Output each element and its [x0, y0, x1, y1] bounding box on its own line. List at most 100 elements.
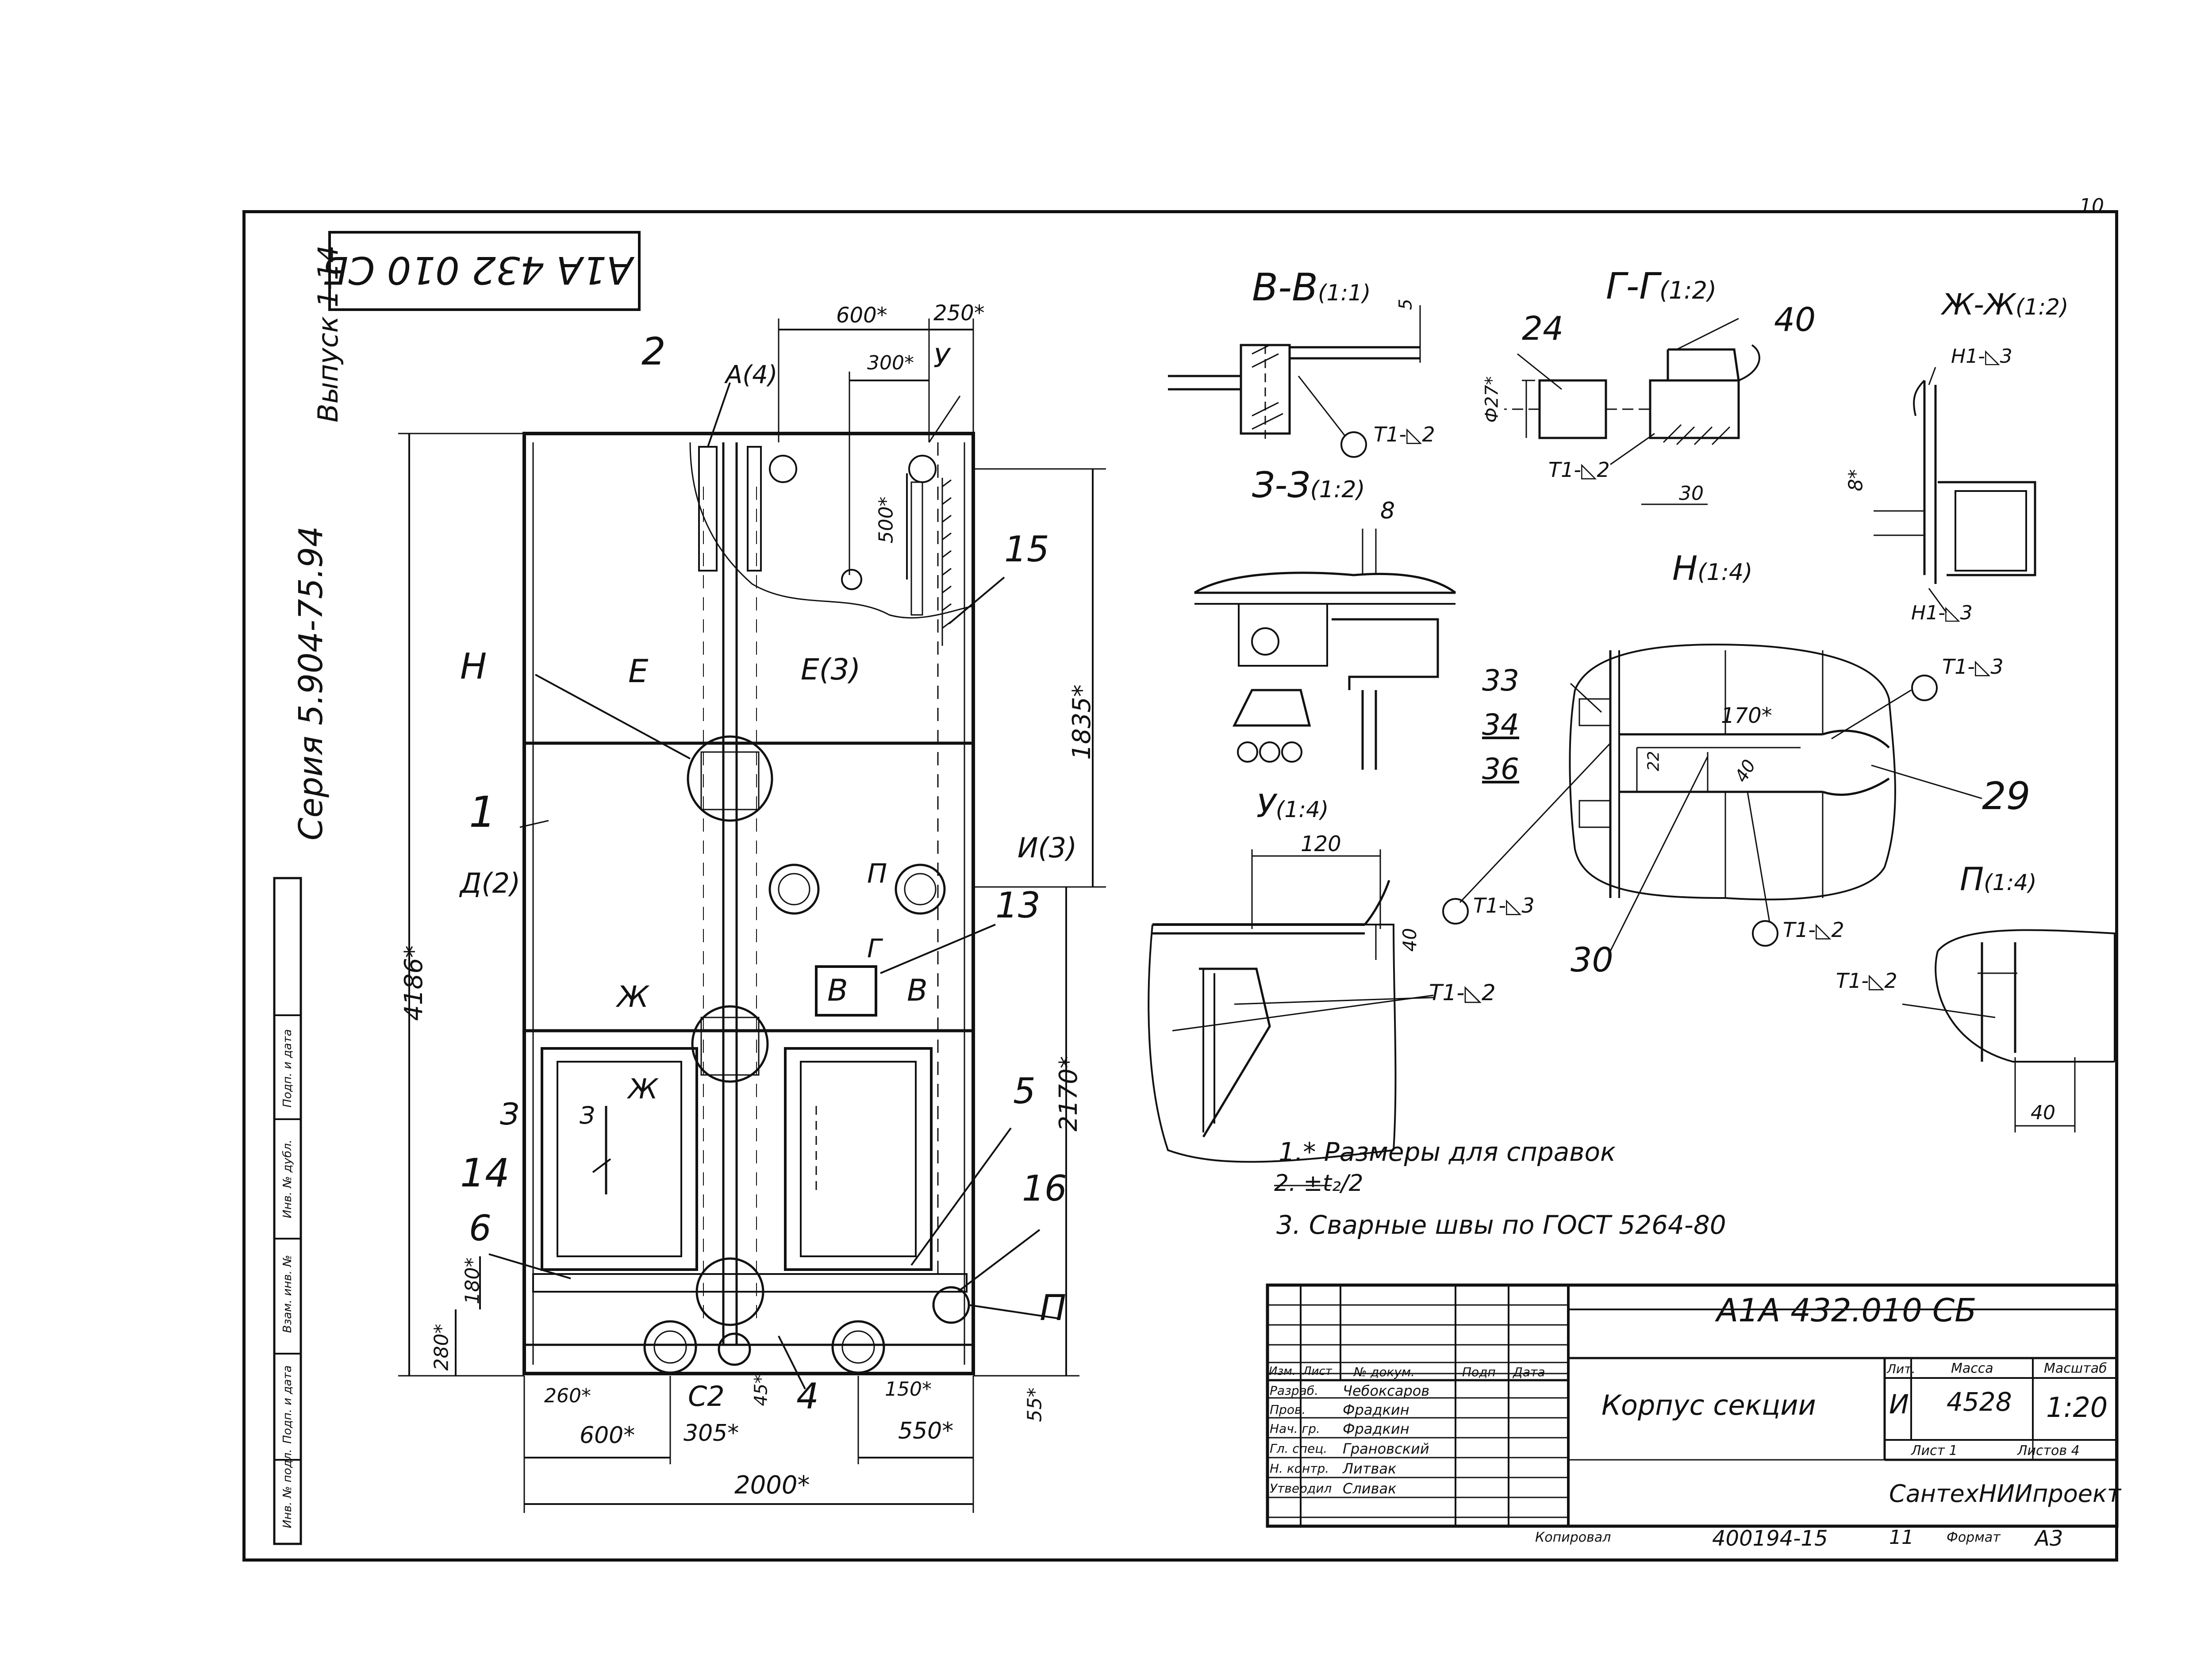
- detail-gg-24: 24: [1522, 310, 1564, 348]
- tb-header-sign: Подп: [1462, 1365, 1496, 1379]
- detail-u-weld: Т1-◺2: [1429, 980, 1496, 1006]
- dim-2170: 2170*: [1054, 1056, 1083, 1132]
- section-mark-a: А(4): [726, 361, 778, 389]
- tb-lit-value: И: [1889, 1389, 1909, 1420]
- tb-doc-name: Корпус секции: [1601, 1389, 1816, 1421]
- dim-250: 250*: [933, 301, 985, 326]
- detail-n-weld-c: Т1-◺2: [1783, 918, 1844, 942]
- section-mark-z1: З: [500, 1097, 519, 1132]
- tb-role-2: Нач. гр.: [1270, 1421, 1320, 1436]
- section-mark-d: Д(2): [460, 867, 521, 899]
- detail-p-scale: (1:4): [1984, 870, 2037, 895]
- rotated-doc-code: А1А 432 010 СБ: [322, 248, 633, 292]
- tb-mass-value: 4528: [1947, 1387, 2012, 1417]
- callout-4: 4: [796, 1376, 819, 1417]
- page-number: 10: [2079, 195, 2104, 217]
- callout-1: 1: [469, 787, 496, 837]
- detail-n-weld-b: Т1-◺3: [1473, 894, 1535, 917]
- detail-gg-title: Г-Г(1:2): [1606, 265, 1717, 307]
- detail-p-40: 40: [2031, 1101, 2055, 1124]
- series-label: Серия 5.904-75.94: [292, 526, 330, 841]
- tb-inv-sub: 11: [1889, 1526, 1914, 1549]
- tb-format-label: Формат: [1947, 1530, 2001, 1545]
- archive-label-2: Подп. и дата: [281, 1365, 294, 1444]
- tb-name-0: Чебоксаров: [1343, 1382, 1430, 1399]
- detail-zz-dim8: 8: [1380, 498, 1395, 524]
- detail-vv-scale: (1:1): [1318, 280, 1371, 306]
- section-mark-e3: Е(3): [801, 652, 861, 687]
- detail-n-name: Н: [1672, 549, 1698, 588]
- tb-role-1: Пров.: [1270, 1402, 1306, 1417]
- section-mark-zh1: Ж: [617, 980, 649, 1014]
- callout-15: 15: [1004, 529, 1049, 570]
- drawing-frame: [242, 210, 2118, 1562]
- dim-305: 305*: [684, 1420, 739, 1447]
- dim-45: 45*: [751, 1374, 772, 1406]
- tb-scale-value: 1:20: [2046, 1391, 2108, 1424]
- callout-u: У: [933, 343, 950, 374]
- detail-n-30: 30: [1571, 940, 1613, 979]
- callout-16: 16: [1022, 1168, 1067, 1209]
- tb-role-4: Н. контр.: [1270, 1461, 1329, 1476]
- dim-1835: 1835*: [1067, 684, 1096, 760]
- tb-format-value: А3: [2035, 1526, 2063, 1551]
- detail-gg-scale: (1:2): [1659, 276, 1717, 304]
- detail-u-name: У: [1256, 787, 1276, 825]
- callout-c2: С2: [688, 1380, 725, 1412]
- note-3: 3. Сварные швы по ГОСТ 5264-80: [1276, 1210, 1726, 1240]
- tb-lit-label: Лит.: [1887, 1362, 1916, 1376]
- rotated-code-box: [328, 231, 641, 311]
- section-mark-e: Е: [628, 652, 649, 690]
- section-mark-g: Г: [867, 933, 882, 963]
- dim-600-bottom: 600*: [580, 1422, 635, 1449]
- detail-n-170: 170*: [1721, 703, 1772, 728]
- callout-6: 6: [469, 1208, 492, 1249]
- section-body: [522, 432, 975, 1375]
- callout-5: 5: [1013, 1071, 1036, 1112]
- detail-gg-name: Г-Г: [1606, 265, 1659, 307]
- dim-4186: 4186*: [399, 945, 428, 1021]
- detail-p-title: П(1:4): [1960, 860, 2037, 898]
- detail-zz-name: З-З: [1252, 464, 1310, 506]
- detail-gg-dia: Ф27*: [1482, 376, 1502, 423]
- section-mark-v2: В: [907, 973, 928, 1008]
- section-mark-v1: В: [827, 973, 848, 1008]
- tb-header-doc: № докум.: [1354, 1365, 1415, 1379]
- section-mark-i: И(3): [1018, 832, 1077, 864]
- detail-n-33: 33: [1482, 664, 1519, 698]
- dim-300: 300*: [867, 352, 914, 374]
- issue-label: Выпуск 1-14: [312, 245, 344, 422]
- archive-label-3: Взам. инв. №: [281, 1255, 294, 1333]
- detail-vv-title: В-В(1:1): [1252, 265, 1371, 310]
- detail-u-title: У(1:4): [1256, 787, 1329, 825]
- tb-sheets-label: Листов 4: [2017, 1443, 2080, 1458]
- detail-n-34: 34: [1482, 708, 1519, 742]
- tb-role-3: Гл. спец.: [1270, 1441, 1328, 1456]
- dim-550: 550*: [898, 1418, 954, 1444]
- tb-header-izm: Изм.: [1269, 1365, 1296, 1378]
- tb-header-date: Дата: [1513, 1365, 1545, 1379]
- detail-zhzh-weld-top: Н1-◺3: [1951, 345, 2012, 368]
- detail-p-name: П: [1960, 860, 1984, 898]
- callout-13: 13: [995, 885, 1041, 926]
- archive-label-5: Подп. и дата: [281, 1029, 294, 1108]
- dim-180: 180*: [461, 1257, 484, 1305]
- detail-gg-40: 40: [1774, 301, 1816, 339]
- detail-n-22: 22: [1644, 751, 1663, 771]
- tb-scale-label: Масштаб: [2044, 1361, 2107, 1376]
- detail-n-weld-a: Т1-◺3: [1942, 655, 2004, 679]
- detail-gg-30: 30: [1679, 482, 1704, 505]
- tb-doc-code: А1А 432.010 СБ: [1717, 1292, 1977, 1329]
- callout-14: 14: [460, 1150, 510, 1196]
- tb-inv-number: 400194-15: [1712, 1526, 1828, 1551]
- detail-vv-dim5: 5: [1395, 299, 1416, 310]
- section-mark-z2: З: [580, 1101, 595, 1129]
- dim-2000: 2000*: [734, 1471, 810, 1500]
- detail-vv-name: В-В: [1252, 265, 1318, 310]
- detail-n-36: 36: [1482, 752, 1519, 786]
- note-1: 1.* Размеры для справок: [1279, 1137, 1616, 1167]
- section-mark-p: П: [867, 858, 887, 889]
- callout-2: 2: [641, 330, 666, 374]
- dim-280: 280*: [430, 1324, 453, 1371]
- detail-zhzh-dim8: 8*: [1844, 469, 1867, 491]
